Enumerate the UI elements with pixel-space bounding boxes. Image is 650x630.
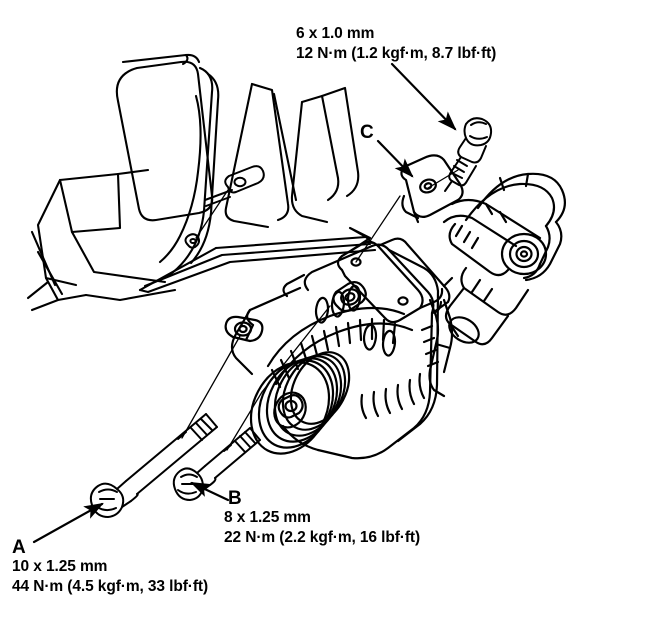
engine-upper-fins [224,82,360,229]
reference-letter-b: B [228,488,242,509]
arrow-b-to-bolt [190,481,230,502]
spec-c-torque: 12 N·m (1.2 kgf·m, 8.7 lbf·ft) [296,45,497,63]
spec-block-a: 10 x 1.25 mm 44 N·m (4.5 kgf·m, 33 lbf·f… [12,557,208,597]
serpentine-pulley [249,351,351,455]
spec-a-torque: 44 N·m (4.5 kgf·m, 33 lbf·ft) [12,578,209,596]
long-mounting-bolt-10mm [89,413,218,518]
spec-block-b: 8 x 1.25 mm 22 N·m (2.2 kgf·m, 16 lbf·ft… [224,508,420,548]
arrow-to-bolt-c [390,62,457,131]
callout-arrows [32,62,457,544]
support-arm-outline [138,226,377,294]
spec-b-torque: 22 N·m (2.2 kgf·m, 16 lbf·ft) [224,529,421,547]
spec-a-thread: 10 x 1.25 mm [12,558,108,575]
alternator-body [224,243,443,460]
reference-letter-c: C [360,122,374,143]
spec-c-thread: 6 x 1.0 mm [296,25,375,42]
mounting-bracket [336,237,454,398]
arrow-a-to-bolt [32,502,104,544]
reference-letter-a: A [12,537,26,558]
spec-b-thread: 8 x 1.25 mm [224,509,311,526]
engine-block-outline [26,53,220,312]
mounting-bolt-8mm [172,427,261,501]
upper-link-eye [184,165,265,249]
spec-block-c: 6 x 1.0 mm 12 N·m (1.2 kgf·m, 8.7 lbf·ft… [296,24,496,64]
terminal-bolt-6mm [444,117,493,192]
assembly-leader-lines [181,169,459,451]
arrow-c-to-tab [376,139,414,178]
coolant-hose-assembly [442,172,567,346]
